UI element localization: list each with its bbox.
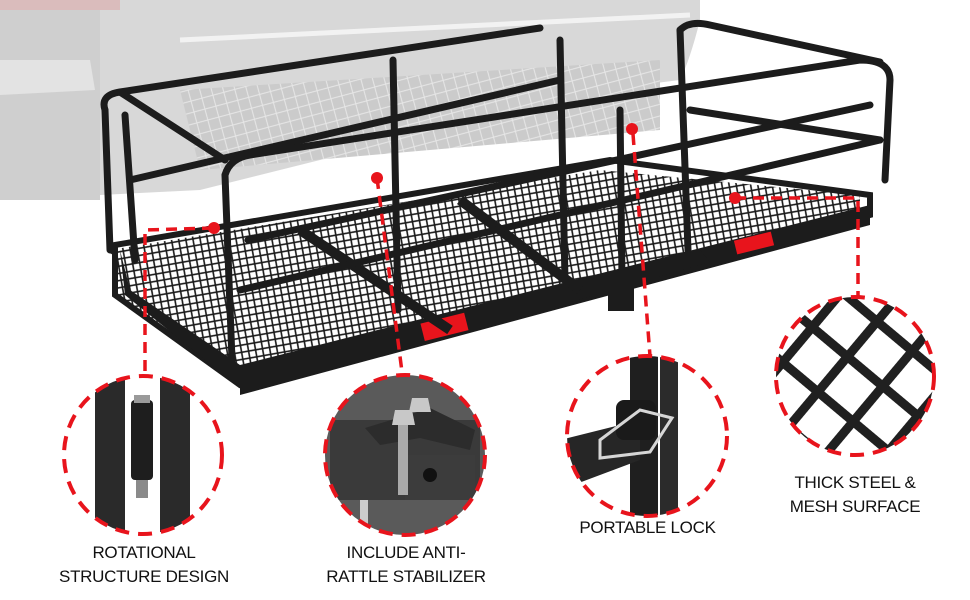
label-line-1: INCLUDE ANTI-: [346, 543, 466, 562]
detail-anti-rattle-stabilizer: [325, 375, 485, 535]
label-line-1: ROTATIONAL: [92, 543, 196, 562]
callout-dots: [208, 123, 741, 234]
side-rails: [100, 19, 894, 364]
detail-steel-mesh: [776, 297, 934, 455]
label-line-1: PORTABLE LOCK: [579, 518, 716, 537]
callout-label-lock: PORTABLE LOCK: [565, 516, 730, 540]
label-line-2: STRUCTURE DESIGN: [59, 567, 229, 586]
detail-portable-lock: [567, 356, 727, 516]
callout-label-rotational: ROTATIONAL STRUCTURE DESIGN: [55, 541, 233, 589]
callout-leaders: [143, 133, 860, 375]
label-line-2: MESH SURFACE: [789, 497, 921, 516]
callout-label-mesh: THICK STEEL & MESH SURFACE: [780, 471, 930, 519]
callout-label-stabilizer: INCLUDE ANTI- RATTLE STABILIZER: [318, 541, 494, 589]
label-line-2: RATTLE STABILIZER: [326, 567, 486, 586]
mesh-floor: [110, 170, 860, 370]
label-line-1: THICK STEEL &: [794, 473, 916, 492]
detail-rotational-hinge: [64, 376, 222, 534]
